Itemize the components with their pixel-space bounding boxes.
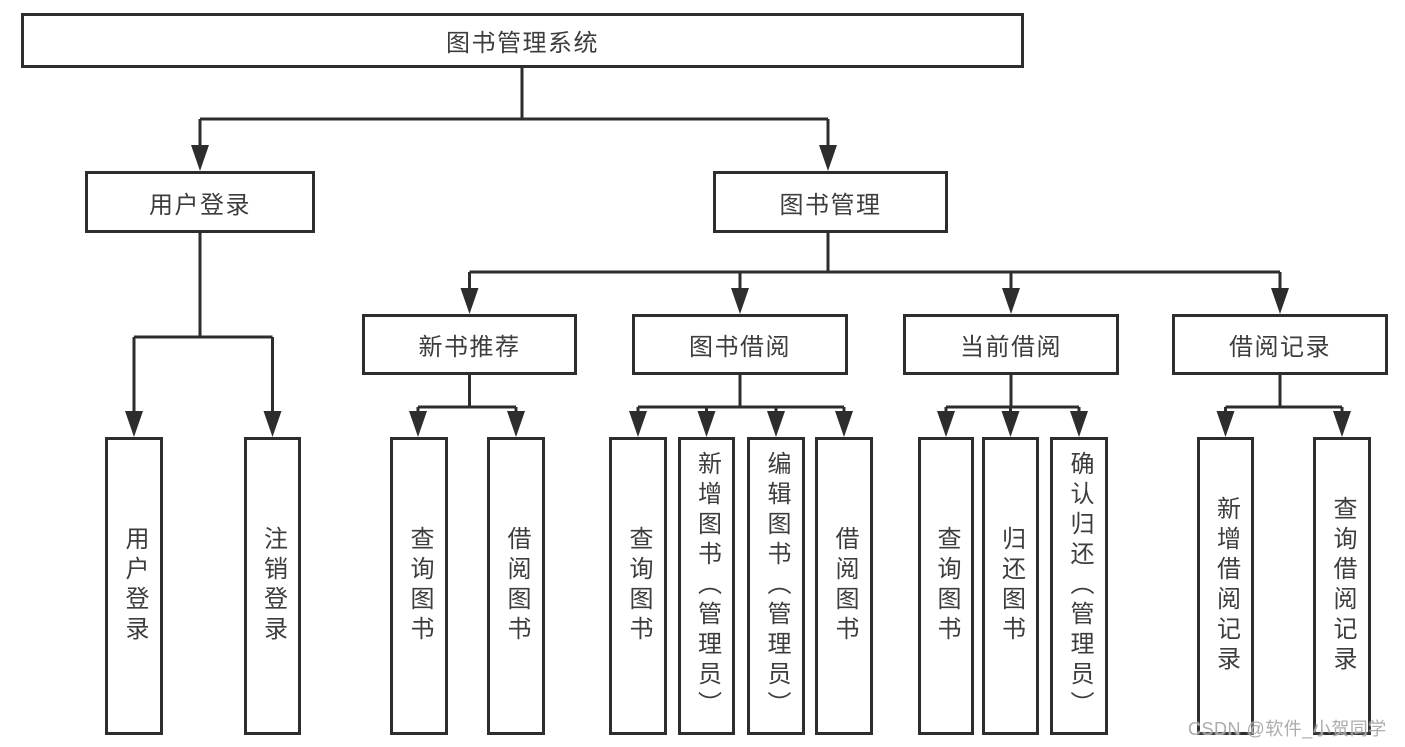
node-user-login-label: 用户登录 [149, 191, 251, 219]
node-book-borrowing: 图书借阅 [632, 314, 848, 375]
leaf-bb-borrow-books: 借阅图书 [815, 437, 873, 735]
leaf-user-login: 用户登录 [105, 437, 163, 735]
node-borrowing-records-label: 借阅记录 [1229, 334, 1331, 361]
node-current-borrowing-label: 当前借阅 [960, 334, 1062, 361]
csdn-watermark: CSDN @软件_小贺同学 [1188, 719, 1387, 739]
node-borrowing-records: 借阅记录 [1172, 314, 1388, 375]
leaf-bb-add-books-label: 新增图书（管理员） [693, 451, 721, 721]
leaf-bb-add-books: 新增图书（管理员） [678, 437, 735, 735]
leaf-br-add-record: 新增借阅记录 [1197, 437, 1254, 735]
leaf-cb-return-books: 归还图书 [982, 437, 1039, 735]
leaf-cb-return-books-label: 归还图书 [997, 526, 1025, 646]
arrowheads [125, 145, 1351, 437]
leaf-nbr-borrow-books-label: 借阅图书 [503, 526, 530, 646]
leaf-cb-confirm-return-label: 确认归还（管理员） [1066, 451, 1093, 721]
leaf-bb-borrow-books-label: 借阅图书 [831, 526, 858, 646]
leaf-br-query-record: 查询借阅记录 [1313, 437, 1371, 735]
node-root: 图书管理系统 [21, 13, 1024, 68]
leaf-bb-edit-books-label: 编辑图书（管理员） [763, 451, 790, 721]
leaf-logout-label: 注销登录 [259, 526, 287, 646]
leaf-nbr-borrow-books: 借阅图书 [487, 437, 545, 735]
leaf-nbr-query-books: 查询图书 [390, 437, 448, 735]
node-book-borrowing-label: 图书借阅 [689, 334, 791, 361]
node-current-borrowing: 当前借阅 [903, 314, 1119, 375]
node-root-label: 图书管理系统 [446, 30, 599, 57]
node-book-management: 图书管理 [713, 171, 948, 233]
node-book-management-label: 图书管理 [779, 191, 882, 219]
leaf-logout: 注销登录 [244, 437, 301, 735]
leaf-bb-query-books: 查询图书 [609, 437, 667, 735]
node-user-login: 用户登录 [85, 171, 315, 233]
leaf-cb-query-books-label: 查询图书 [933, 526, 960, 646]
node-new-book-recommendation-label: 新书推荐 [418, 334, 521, 361]
leaf-cb-query-books: 查询图书 [918, 437, 974, 735]
leaf-cb-confirm-return: 确认归还（管理员） [1050, 437, 1108, 735]
node-new-book-recommendation: 新书推荐 [362, 314, 577, 375]
leaf-user-login-label: 用户登录 [121, 526, 148, 646]
leaf-br-query-record-label: 查询借阅记录 [1329, 496, 1356, 676]
leaf-nbr-query-books-label: 查询图书 [406, 526, 433, 646]
leaf-br-add-record-label: 新增借阅记录 [1212, 496, 1240, 676]
leaf-bb-query-books-label: 查询图书 [625, 526, 652, 646]
leaf-bb-edit-books: 编辑图书（管理员） [747, 437, 805, 735]
